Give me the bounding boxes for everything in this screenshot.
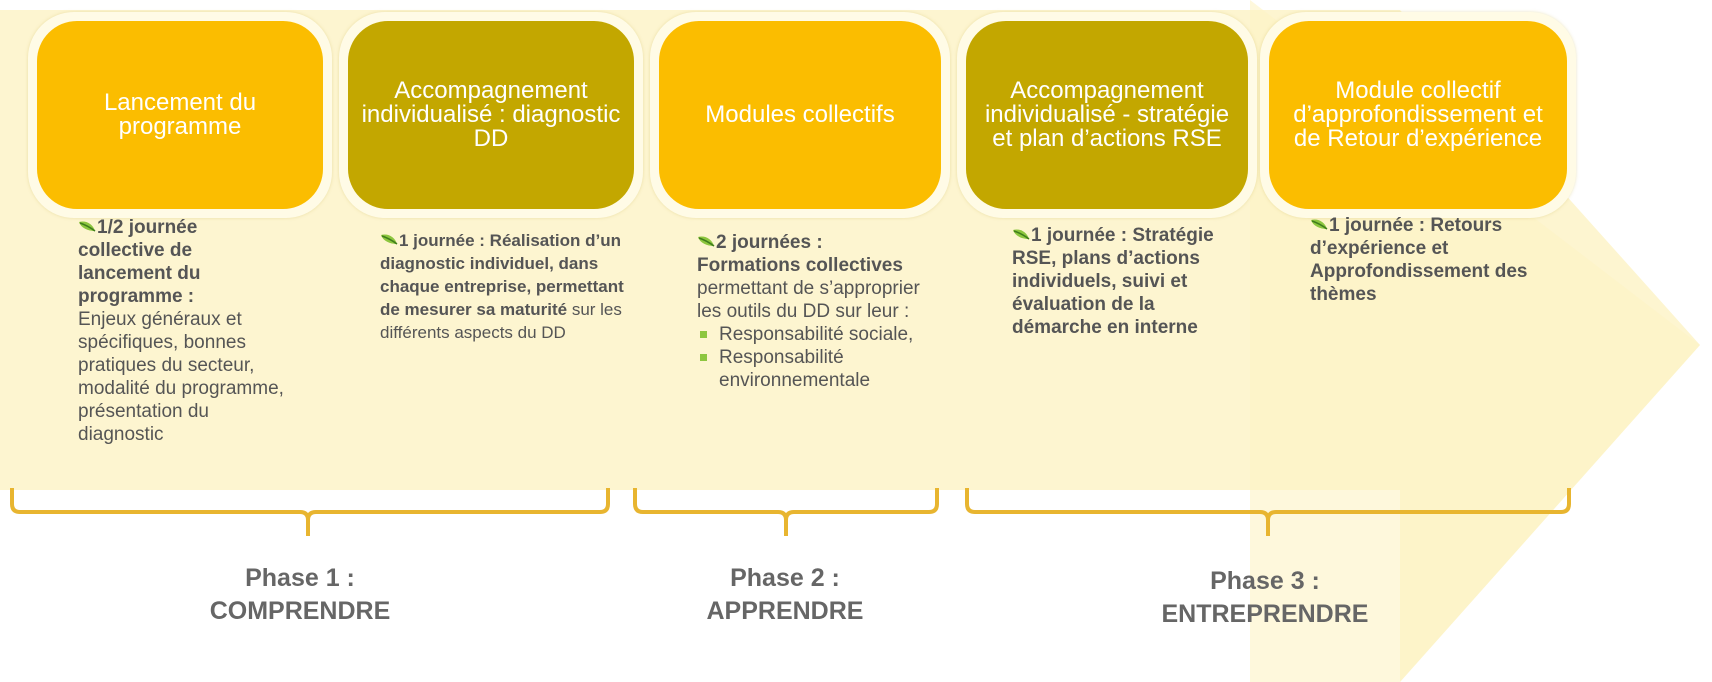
leaf-icon (79, 221, 96, 232)
phase-bracket-1 (10, 488, 610, 536)
step-card-1: Lancement du programme (28, 12, 332, 218)
step-card-3: Modules collectifs (650, 12, 950, 218)
step-title-3: Modules collectifs (659, 21, 941, 209)
leaf-icon (698, 236, 715, 247)
phase-label-1: Phase 1 : COMPRENDRE (209, 564, 391, 625)
step-title-1: Lancement du programme (37, 21, 323, 209)
step-card-5: Module collectif d’approfondissement et … (1260, 12, 1576, 218)
step-detail-1: 1/2 journée collective de lancement du p… (78, 217, 284, 445)
step-card-4: Accompagnement individualisé - stratégie… (957, 12, 1257, 218)
step-title-2: Accompagnement individualisé : diagnosti… (348, 21, 634, 209)
bullet-item: Responsabilité sociale, (697, 323, 927, 346)
step-title-4: Accompagnement individualisé - stratégie… (966, 21, 1248, 209)
step-title-5: Module collectif d’approfondissement et … (1269, 21, 1567, 209)
leaf-icon (1013, 229, 1030, 240)
phase-bracket-2 (633, 488, 939, 536)
step-detail-5: 1 journée : Retours d’expérience et Appr… (1310, 215, 1528, 305)
bullet-item: Responsabilité environnementale (697, 346, 927, 392)
step-detail-4: 1 journée : Stratégie RSE, plans d’actio… (1012, 225, 1214, 338)
step-detail-2: 1 journée : Réalisation d’un diagnostic … (380, 231, 624, 342)
leaf-icon (381, 234, 398, 245)
leaf-icon (1311, 219, 1328, 230)
step-card-2: Accompagnement individualisé : diagnosti… (339, 12, 643, 218)
phase-bracket-3 (965, 488, 1571, 536)
step-detail-3: 2 journées : Formations collectives perm… (697, 231, 927, 392)
phase-label-2: Phase 2 : APPRENDRE (706, 564, 864, 625)
phase-label-3: Phase 3 : ENTREPRENDRE (1161, 567, 1369, 628)
